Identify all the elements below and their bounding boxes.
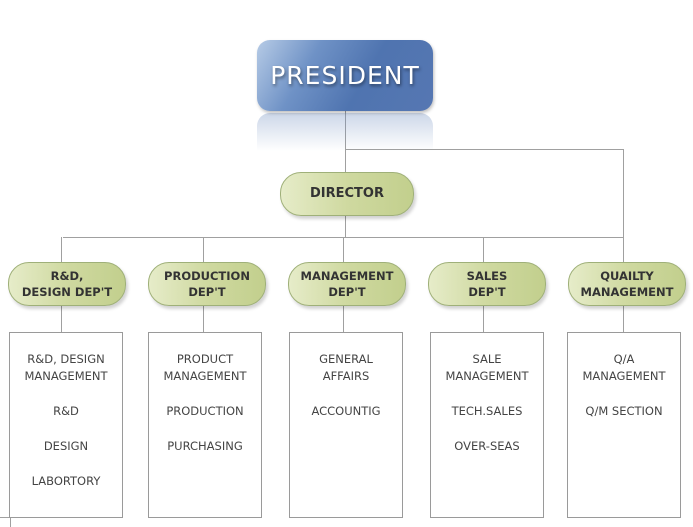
connector-line (343, 237, 344, 262)
department-label: DESIGN DEP'T (21, 285, 113, 299)
section-label: R&D (53, 404, 79, 418)
section-label: R&D, DESIGN (27, 352, 105, 366)
connector-line (483, 237, 484, 262)
director-node[interactable]: DIRECTOR (280, 172, 414, 216)
section-label: Q/A (613, 352, 635, 366)
connector-line (623, 305, 624, 332)
section-label: DESIGN (43, 439, 89, 453)
department-sections-box: R&D, DESIGN MANAGEMENT R&D DESIGN LABORTORY (9, 332, 123, 518)
department-label: DEP'T (468, 285, 506, 299)
section-label: Q/M SECTION (585, 404, 663, 418)
section-item[interactable]: SALE MANAGEMENT (431, 351, 543, 385)
section-item[interactable]: DESIGN (10, 438, 122, 455)
section-item[interactable]: PURCHASING (149, 438, 261, 455)
section-label: ACCOUNTIG (311, 404, 381, 418)
section-label: SALE (472, 352, 502, 366)
section-item[interactable]: Q/A MANAGEMENT (568, 351, 680, 385)
section-label: GENERAL (319, 352, 373, 366)
president-label: PRESIDENT (270, 61, 420, 90)
connector-line (61, 237, 62, 262)
connector-line (343, 305, 344, 332)
connector-line (483, 305, 484, 332)
department-node[interactable]: SALES DEP'T (428, 262, 546, 306)
connector-line (623, 237, 624, 262)
department-label: DEP'T (188, 285, 226, 299)
department-sections-box: GENERAL AFFAIRS ACCOUNTIG (289, 332, 403, 518)
president-reflection (257, 113, 433, 151)
department-sections-box: PRODUCT MANAGEMENT PRODUCTION PURCHASING (148, 332, 262, 518)
section-item[interactable]: LABORTORY (10, 473, 122, 490)
connector-line (10, 517, 11, 527)
department-label: PRODUCTION (164, 269, 250, 283)
department-sections-box: SALE MANAGEMENT TECH.SALES OVER-SEAS (430, 332, 544, 518)
department-label: R&D, (50, 269, 84, 283)
section-label: PRODUCTION (166, 404, 244, 418)
department-node[interactable]: R&D, DESIGN DEP'T (8, 262, 126, 306)
section-label: OVER-SEAS (454, 439, 520, 453)
connector-line (203, 237, 204, 262)
section-item[interactable]: PRODUCTION (149, 403, 261, 420)
connector-line (203, 305, 204, 332)
president-node[interactable]: PRESIDENT (257, 40, 433, 111)
department-node[interactable]: MANAGEMENT DEP'T (288, 262, 406, 306)
section-item[interactable]: R&D, DESIGN MANAGEMENT (10, 351, 122, 385)
department-sections-box: Q/A MANAGEMENT Q/M SECTION (567, 332, 681, 518)
section-item[interactable]: PRODUCT MANAGEMENT (149, 351, 261, 385)
section-item[interactable]: Q/M SECTION (568, 403, 680, 420)
section-label: LABORTORY (31, 474, 101, 488)
connector-line (623, 149, 624, 237)
department-node[interactable]: PRODUCTION DEP'T (148, 262, 266, 306)
director-label: DIRECTOR (310, 186, 384, 201)
section-label: AFFAIRS (322, 369, 370, 383)
department-label: MANAGEMENT (580, 285, 674, 299)
section-label: MANAGEMENT (24, 369, 108, 383)
department-label: MANAGEMENT (300, 269, 394, 283)
connector-line (0, 517, 10, 518)
connector-line (61, 305, 62, 332)
section-item[interactable]: R&D (10, 403, 122, 420)
section-label: MANAGEMENT (445, 369, 529, 383)
department-label: SALES (466, 269, 508, 283)
section-item[interactable]: GENERAL AFFAIRS (290, 351, 402, 385)
section-label: MANAGEMENT (582, 369, 666, 383)
section-item[interactable]: TECH.SALES (431, 403, 543, 420)
department-label: DEP'T (328, 285, 366, 299)
section-item[interactable]: ACCOUNTIG (290, 403, 402, 420)
section-label: MANAGEMENT (163, 369, 247, 383)
connector-line (345, 149, 624, 150)
section-label: PURCHASING (167, 439, 243, 453)
section-label: PRODUCT (176, 352, 234, 366)
section-label: TECH.SALES (451, 404, 523, 418)
section-item[interactable]: OVER-SEAS (431, 438, 543, 455)
department-node[interactable]: QUAILTY MANAGEMENT (568, 262, 686, 306)
department-label: QUAILTY (600, 269, 654, 283)
